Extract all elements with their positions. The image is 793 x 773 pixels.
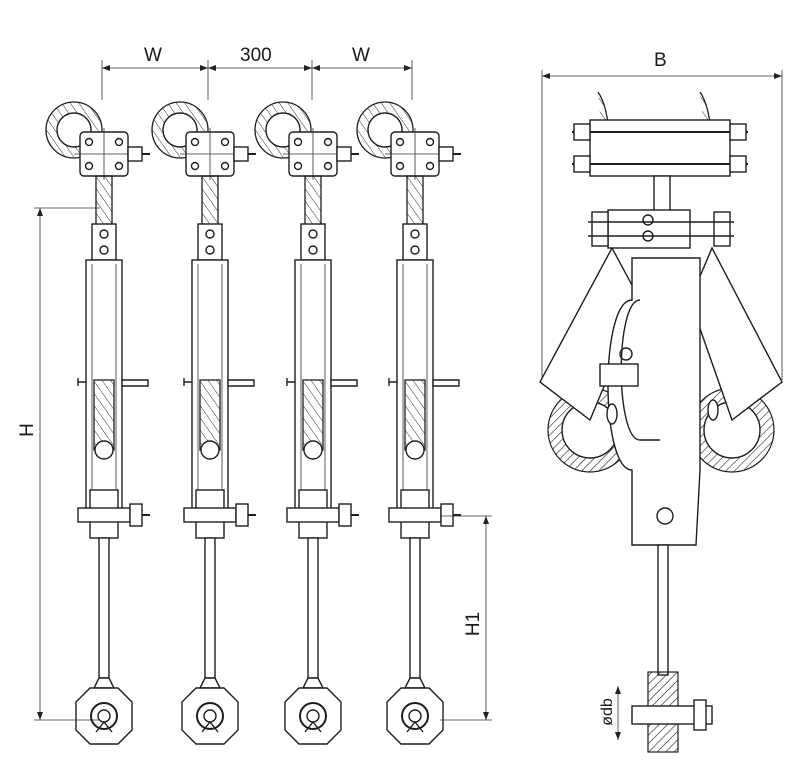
- dim-db: ødb: [599, 698, 616, 726]
- top-dimension: [101, 60, 413, 100]
- spacer-unit-3: [254, 101, 360, 745]
- dim-h: H: [17, 423, 38, 437]
- spacer-unit-2: [151, 101, 257, 745]
- dim-spacing: 300: [240, 45, 272, 66]
- spacer-unit-4: [356, 101, 462, 745]
- dim-w-right: W: [352, 45, 370, 66]
- dim-b: B: [654, 50, 667, 71]
- spacer-unit-1: [45, 101, 151, 745]
- h1-dimension: [440, 515, 492, 721]
- dim-h1: H1: [463, 612, 484, 636]
- side-view: [539, 70, 783, 753]
- h-dimension: [34, 207, 100, 721]
- dim-w-left: W: [144, 45, 162, 66]
